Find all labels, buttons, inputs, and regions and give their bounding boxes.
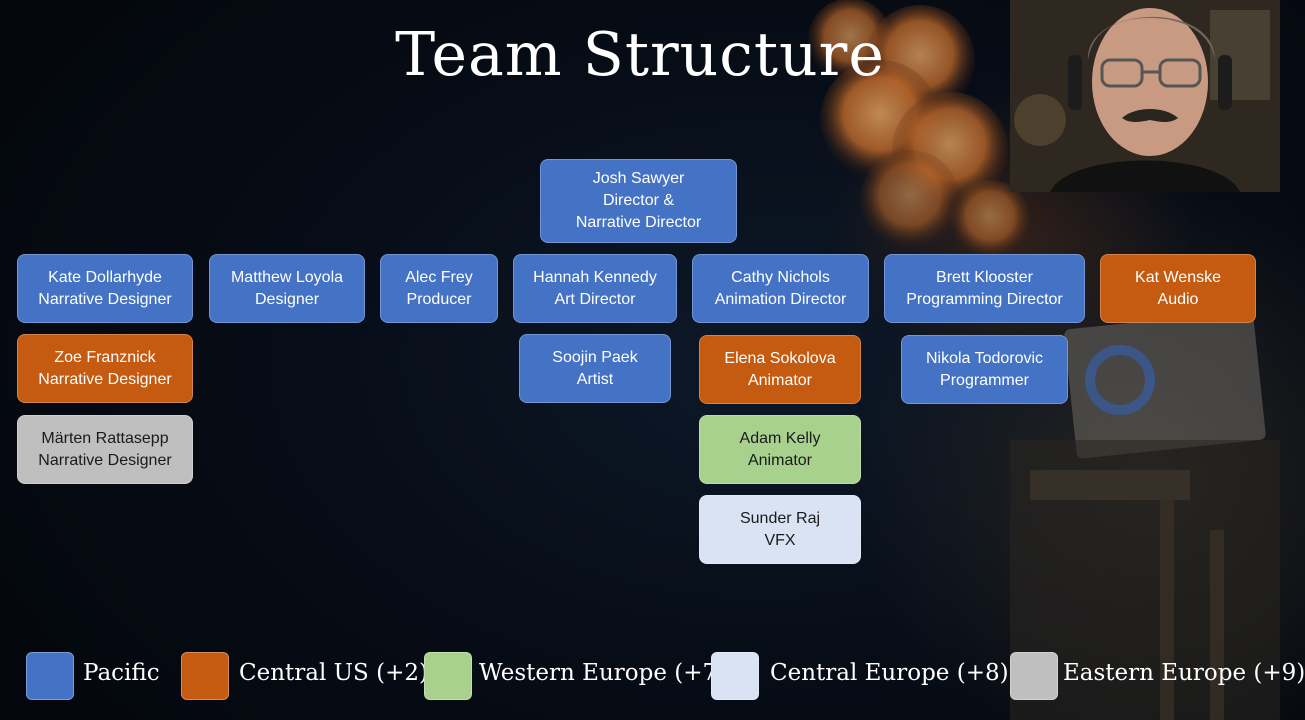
legend-label-central-us: Central US (+2)	[239, 660, 428, 686]
legend-swatch-pacific	[26, 652, 74, 700]
org-node-matthew-loyola: Matthew Loyola Designer	[209, 254, 365, 323]
node-role: VFX	[764, 531, 796, 549]
org-node-root: Josh Sawyer Director & Narrative Directo…	[540, 159, 737, 243]
node-name: Nikola Todorovic	[925, 349, 1044, 367]
legend-swatch-central-us	[181, 652, 229, 700]
org-node-zoe-franznick: Zoe Franznick Narrative Designer	[17, 334, 193, 403]
node-name: Brett Klooster	[936, 268, 1033, 286]
node-role: Programming Director	[906, 290, 1063, 308]
org-node-cathy-nichols: Cathy Nichols Animation Director	[692, 254, 869, 323]
org-node-sunder-raj: Sunder Raj VFX	[699, 495, 861, 564]
org-node-alec-frey: Alec Frey Producer	[380, 254, 498, 323]
node-name: Josh Sawyer	[592, 170, 685, 187]
node-role: Artist	[576, 370, 614, 388]
node-name: Kat Wenske	[1135, 268, 1221, 286]
org-node-soojin-paek: Soojin Paek Artist	[519, 334, 671, 403]
org-node-marten-rattasepp: Märten Rattasepp Narrative Designer	[17, 415, 193, 484]
node-role: Narrative Designer	[38, 290, 172, 308]
page-title: Team Structure	[395, 20, 885, 90]
node-name: Zoe Franznick	[54, 348, 156, 366]
node-name: Soojin Paek	[552, 348, 638, 366]
legend-swatch-western-europe	[424, 652, 472, 700]
node-name: Elena Sokolova	[724, 349, 836, 367]
node-name: Matthew Loyola	[230, 268, 344, 286]
legend-swatch-eastern-europe	[1010, 652, 1058, 700]
org-node-kate-dollarhyde: Kate Dollarhyde Narrative Designer	[17, 254, 193, 323]
legend-label-pacific: Pacific	[83, 660, 160, 686]
node-role: Narrative Designer	[38, 451, 172, 469]
node-role: Animator	[747, 451, 813, 469]
node-role: Animation Director	[714, 290, 847, 308]
legend-label-western-europe: Western Europe (+7)	[479, 660, 727, 686]
node-role: Narrative Director	[575, 214, 702, 231]
node-role: Programmer	[940, 371, 1029, 389]
node-name: Kate Dollarhyde	[48, 268, 162, 286]
org-node-kat-wenske: Kat Wenske Audio	[1100, 254, 1256, 323]
node-role: Designer	[254, 290, 320, 308]
legend-label-eastern-europe: Eastern Europe (+9)	[1063, 660, 1305, 686]
org-node-nikola-todorovic: Nikola Todorovic Programmer	[901, 335, 1068, 404]
node-role: Director &	[602, 192, 675, 209]
node-role: Narrative Designer	[38, 370, 172, 388]
legend-label-central-europe: Central Europe (+8)	[770, 660, 1009, 686]
node-name: Märten Rattasepp	[41, 429, 169, 447]
node-name: Adam Kelly	[739, 429, 821, 447]
org-node-adam-kelly: Adam Kelly Animator	[699, 415, 861, 484]
node-name: Hannah Kennedy	[533, 268, 657, 286]
presenter-portrait	[1010, 0, 1280, 192]
legend-swatch-central-europe	[711, 652, 759, 700]
node-role: Audio	[1157, 290, 1199, 308]
org-node-brett-klooster: Brett Klooster Programming Director	[884, 254, 1085, 323]
node-role: Animator	[747, 371, 813, 389]
node-name: Cathy Nichols	[731, 268, 830, 286]
node-name: Alec Frey	[405, 268, 473, 286]
node-name: Sunder Raj	[739, 509, 821, 527]
timezone-legend: Pacific Central US (+2) Western Europe (…	[0, 652, 1305, 704]
node-role: Art Director	[554, 290, 636, 308]
node-role: Producer	[406, 290, 472, 308]
org-node-hannah-kennedy: Hannah Kennedy Art Director	[513, 254, 677, 323]
presenter-webcam	[1010, 0, 1280, 192]
org-node-elena-sokolova: Elena Sokolova Animator	[699, 335, 861, 404]
